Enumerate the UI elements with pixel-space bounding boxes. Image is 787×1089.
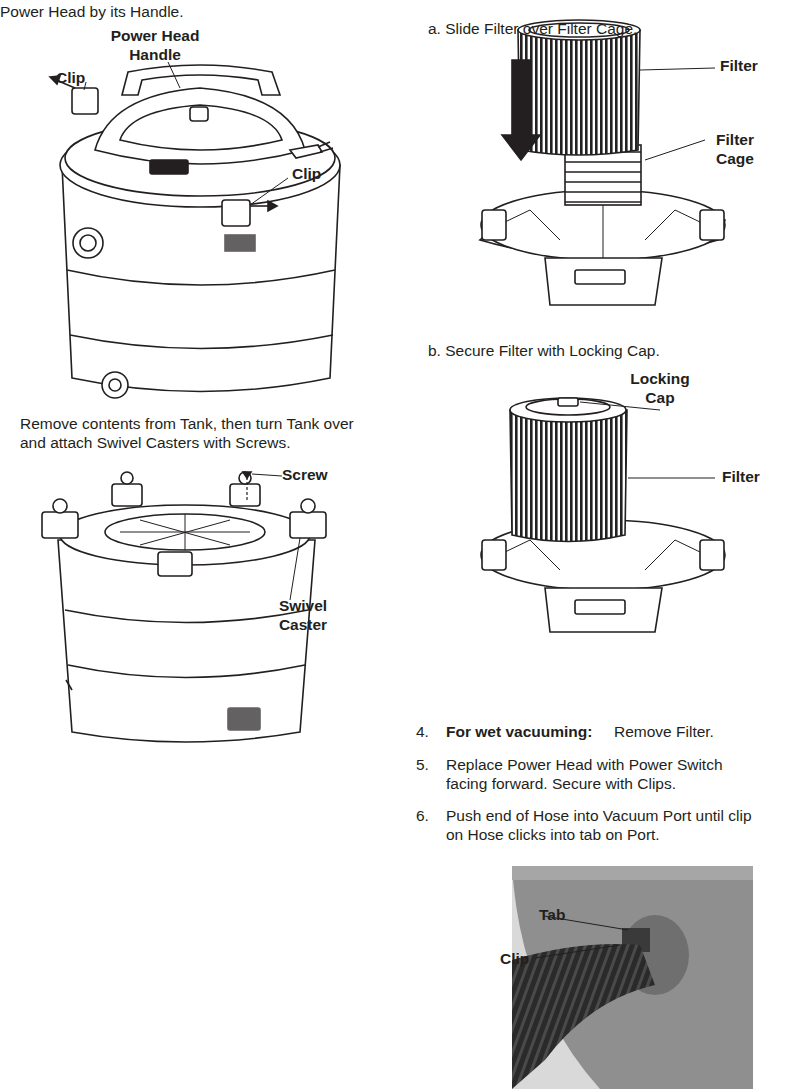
instruction-text: b. Secure Filter with Locking Cap. [428,341,758,360]
locking-cap-illustration [481,398,725,632]
part-label: Filter [720,56,780,75]
part-label: Locking Cap [620,369,700,407]
part-label: Swivel Caster [268,596,338,634]
vacuum-assembled [50,62,340,398]
part-label: Screw [282,465,352,484]
instruction-text: Power Head by its Handle. [0,2,240,21]
filter-cage-illustration [480,20,725,305]
part-label: Filter Cage [700,130,770,168]
part-label: For wet vacuuming: [446,722,611,741]
part-label: Tab [539,905,589,924]
instruction-text: a. Slide Filter over Filter Cage. [428,19,728,38]
hose-photo [512,866,753,1089]
part-label: Clip [56,68,106,87]
instruction-text: 6. [416,806,441,825]
part-label: Clip [500,949,550,968]
part-label: Filter [722,467,782,486]
instruction-text: 4. [416,722,441,741]
instruction-text: 5. [416,755,441,774]
part-label: Power Head Handle [95,26,215,64]
instruction-text: Remove Filter. [614,722,764,741]
instruction-text: Push end of Hose into Vacuum Port until … [446,806,766,844]
instruction-text: Remove contents from Tank, then turn Tan… [20,414,365,452]
instruction-text: Replace Power Head with Power Switch fac… [446,755,756,793]
part-label: Clip [292,164,342,183]
